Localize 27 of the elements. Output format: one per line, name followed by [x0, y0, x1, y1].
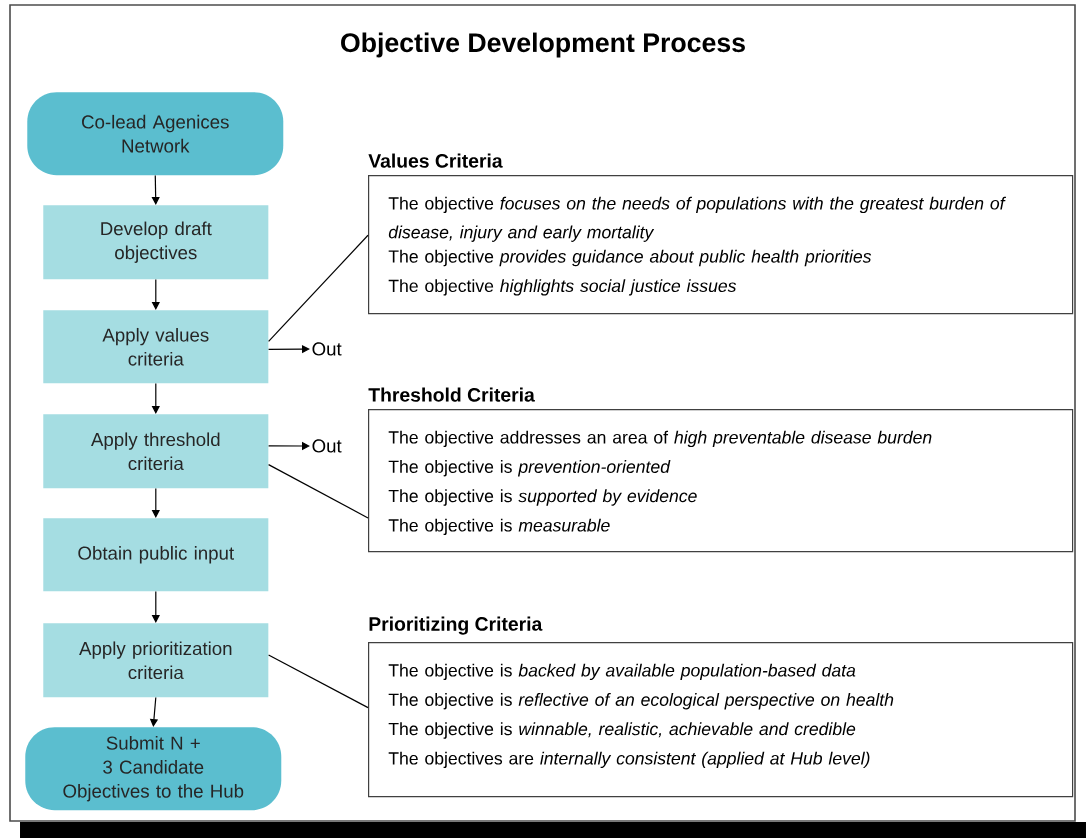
criterion-text: The objective is backed by available population-based data [388, 663, 856, 681]
section-heading: Threshold Criteria [368, 387, 535, 402]
criterion-text: The objective is supported by evidence [388, 489, 697, 506]
criterion-text: The objectives are internally consistent (applied at Hub level) [388, 751, 870, 769]
section-heading: Values Criteria [368, 153, 503, 168]
arrow [151, 174, 160, 205]
terminal-box: Submit N + 3 Candidate Objectives to the Hub [25, 727, 282, 811]
leader-line [268, 234, 369, 343]
process-box: Apply threshold criteria [43, 414, 269, 489]
leader-line [268, 654, 369, 709]
title: Objective Development Process [341, 32, 745, 58]
criterion-text: The objective addresses an area of high preventable disease burden [388, 430, 932, 448]
criterion-text: The objective is measurable [388, 518, 610, 536]
process-box: Apply values criteria [43, 310, 269, 384]
criterion-text: The objective provides guidance about public health priorities [388, 249, 872, 267]
terminal-box: Co-lead Agenices Network [27, 92, 284, 176]
criterion-text: The objective highlights social justice issues [388, 279, 737, 296]
criterion-text: The objective is winnable, realistic, achievable and credible [388, 722, 856, 739]
criterion-text: The objective is reflective of an ecological perspective on health [388, 693, 894, 710]
out-label: Out [312, 342, 342, 356]
leader-line [268, 464, 369, 519]
process-box: Develop draft objectives [43, 205, 269, 280]
process-box: Apply prioritization criteria [43, 623, 269, 698]
process-box: Obtain public input [43, 518, 269, 592]
out-label: Out [312, 439, 342, 453]
criterion-text: The objective is prevention-oriented [388, 460, 671, 477]
section-heading: Prioritizing Criteria [369, 616, 543, 635]
